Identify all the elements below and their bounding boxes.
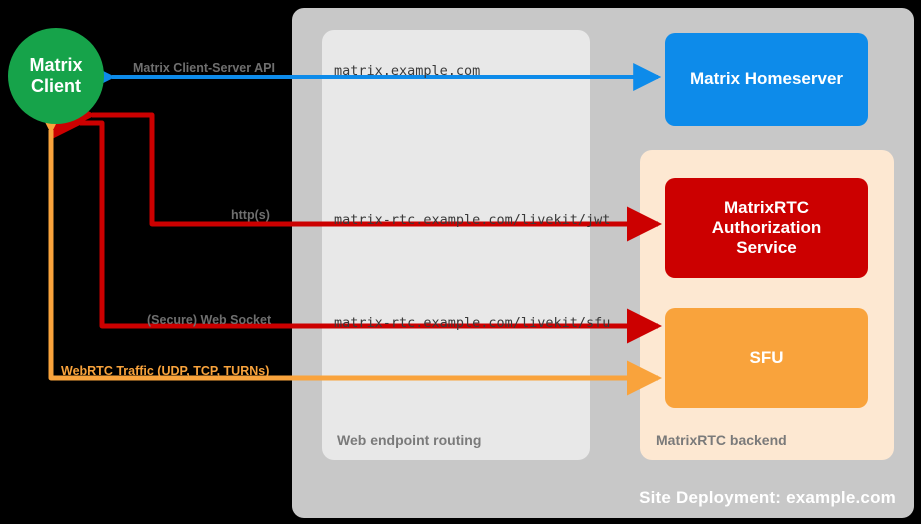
label-client-server-api: Matrix Client-Server API <box>133 61 275 75</box>
label-web-socket: (Secure) Web Socket <box>147 313 272 327</box>
site-deployment-label: Site Deployment: example.com <box>639 488 896 507</box>
web-endpoint-routing-label: Web endpoint routing <box>337 432 482 448</box>
node-matrix-homeserver[interactable]: Matrix Homeserver <box>665 33 868 126</box>
label-https: http(s) <box>231 208 270 222</box>
label-webrtc-traffic: WebRTC Traffic (UDP, TCP, TURNs) <box>61 364 270 378</box>
matrixrtc-backend-label: MatrixRTC backend <box>656 432 787 448</box>
matrix-client-line2: Client <box>30 76 81 96</box>
endpoint-livekit-sfu: matrix-rtc.example.com/livekit/sfu <box>334 315 611 331</box>
auth-service-line2: Authorization <box>711 217 822 237</box>
auth-service-line1: MatrixRTC <box>723 197 809 217</box>
endpoint-livekit-jwt: matrix-rtc.example.com/livekit/jwt <box>334 212 611 228</box>
sfu-label: SFU <box>749 347 784 367</box>
node-sfu[interactable]: SFU <box>665 308 868 408</box>
connector-https <box>61 97 663 242</box>
node-matrixrtc-authorization-service[interactable]: MatrixRTC Authorization Service <box>665 178 868 278</box>
node-matrix-client[interactable]: Matrix Client <box>8 28 104 124</box>
matrix-homeserver-label: Matrix Homeserver <box>689 69 844 89</box>
connector-webrtc <box>33 99 663 396</box>
matrix-client-line1: Matrix <box>29 54 83 75</box>
endpoint-matrix-example-com: matrix.example.com <box>334 63 481 79</box>
auth-service-line3: Service <box>736 238 797 258</box>
